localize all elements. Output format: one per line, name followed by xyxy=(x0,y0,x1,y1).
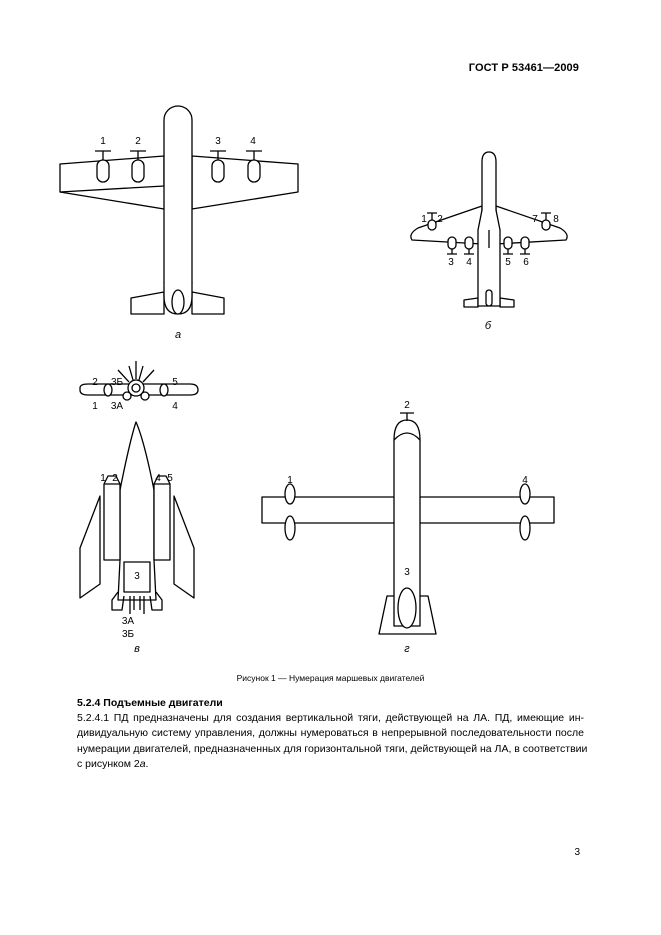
label-v-top-2: 2 xyxy=(92,377,98,388)
label-b-4: 4 xyxy=(466,257,472,268)
figure-caption: Рисунок 1 — Нумерация маршевых двигателе… xyxy=(236,673,425,683)
label-v-top-5: 5 xyxy=(172,377,178,388)
label-g-1: 1 xyxy=(287,475,293,486)
aircraft-a xyxy=(59,105,299,315)
label-b-3: 3 xyxy=(448,257,454,268)
label-v-top-4: 4 xyxy=(172,401,178,412)
aircraft-v-plan xyxy=(79,421,195,614)
label-v-top-1: 1 xyxy=(92,401,98,412)
aircraft-b xyxy=(410,151,568,308)
document-header: ГОСТ Р 53461—2009 xyxy=(468,62,579,74)
label-v-4: 4 xyxy=(155,473,161,484)
label-b-5: 5 xyxy=(505,257,511,268)
paragraph-line-4-end: . xyxy=(145,758,149,771)
label-v-5: 5 xyxy=(167,473,173,484)
label-b-1: 1 xyxy=(421,214,427,225)
figure-ref-italic: а xyxy=(139,758,146,771)
paragraph-line-4-text: с рисунком 2 xyxy=(77,758,140,771)
label-a-2: 2 xyxy=(135,136,141,147)
panel-label-b: б xyxy=(485,320,492,332)
aircraft-g xyxy=(261,412,555,635)
aircraft-v-front xyxy=(79,361,199,401)
label-b-8: 8 xyxy=(553,214,559,225)
label-a-3: 3 xyxy=(215,136,221,147)
label-v-2: 2 xyxy=(112,473,118,484)
page-number: 3 xyxy=(574,847,580,858)
label-v-1: 1 xyxy=(100,473,106,484)
label-g-2: 2 xyxy=(404,400,410,411)
label-a-4: 4 xyxy=(250,136,256,147)
label-v-3a: 3А xyxy=(122,616,135,627)
label-v-top-3b: 3Б xyxy=(111,377,124,388)
label-a-1: 1 xyxy=(100,136,106,147)
label-b-7: 7 xyxy=(532,214,538,225)
paragraph-line-1: 5.2.4.1 ПД предназначены для создания ве… xyxy=(77,712,584,724)
label-g-4: 4 xyxy=(522,475,528,486)
panel-label-v: в xyxy=(134,643,140,655)
label-g-3: 3 xyxy=(404,567,410,578)
panel-label-g: г xyxy=(404,643,410,655)
label-b-2: 2 xyxy=(437,214,443,225)
paragraph-line-4: с рисунком 2а. xyxy=(77,757,584,772)
section-heading: 5.2.4 Подъемные двигатели xyxy=(77,697,223,709)
section-paragraph: 5.2.4.1 ПД предназначены для создания ве… xyxy=(77,711,588,773)
label-v-top-3a: 3А xyxy=(111,401,124,412)
panel-label-a: а xyxy=(175,329,181,341)
paragraph-line-3: нумерации двигателей, предназначенных дл… xyxy=(77,742,588,755)
label-b-6: 6 xyxy=(523,257,529,268)
paragraph-line-2: дивидуальную систему управления, должны … xyxy=(77,727,584,740)
label-v-3b: 3Б xyxy=(122,629,135,640)
label-v-3: 3 xyxy=(134,571,140,582)
